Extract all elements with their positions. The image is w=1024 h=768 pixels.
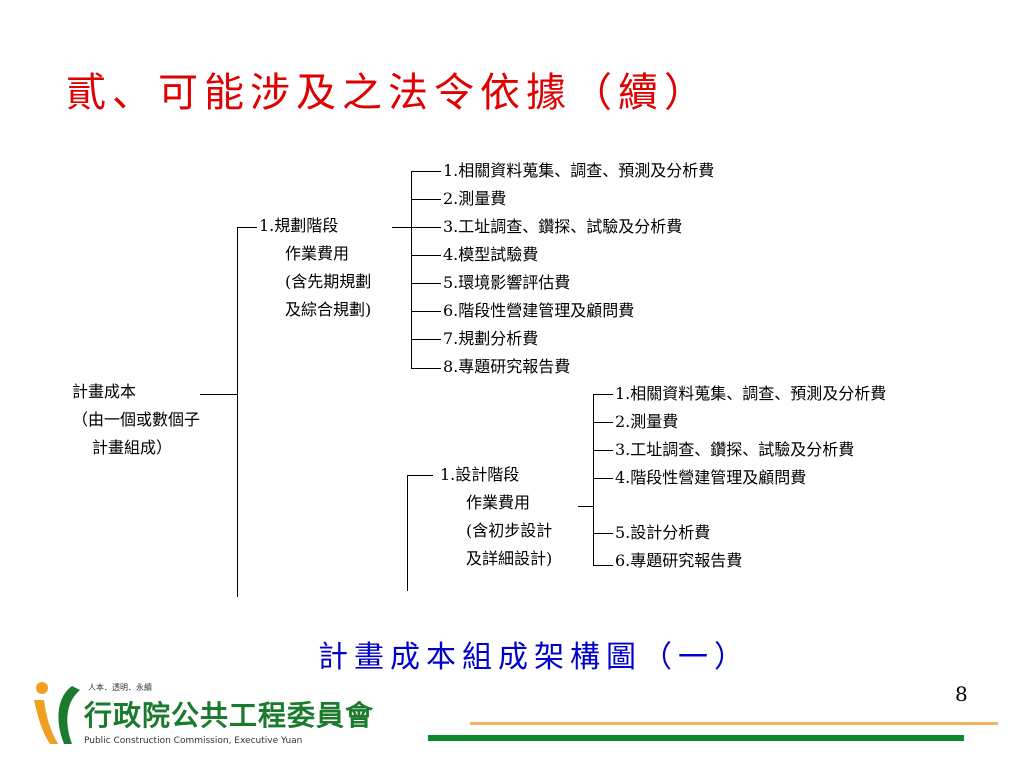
planning-tick-8	[411, 368, 441, 369]
planning-tick-2	[411, 199, 441, 200]
root-vertical-bracket	[237, 227, 238, 597]
design-tick-4	[593, 478, 613, 479]
design-tick-1	[593, 394, 613, 395]
planning-label-line3: (含先期規劃	[285, 272, 372, 291]
design-item: 4.階段性營建管理及顧問費	[615, 468, 807, 487]
root-label-line2: （由一個或數個子	[72, 410, 201, 429]
logo-name: 行政院公共工程委員會	[84, 699, 375, 732]
planning-item: 8.專題研究報告費	[443, 357, 571, 376]
planning-tick-4	[411, 255, 441, 256]
design-tick-5	[593, 533, 613, 534]
design-stem-tick	[407, 475, 433, 476]
planning-label-line1: 1.規劃階段	[259, 216, 339, 235]
page-number: 8	[955, 682, 968, 706]
planning-item: 5.環境影響評估費	[443, 273, 571, 292]
planning-item: 6.階段性營建管理及顧問費	[443, 301, 635, 320]
design-tick-3	[593, 450, 613, 451]
commission-logo	[28, 678, 448, 754]
planning-item: 3.工址調查、鑽探、試驗及分析費	[443, 217, 683, 236]
planning-item: 7.規劃分析費	[443, 329, 539, 348]
planning-label-line4: 及綜合規劃)	[285, 300, 372, 319]
planning-tick-6	[411, 311, 441, 312]
root-label-line1: 計畫成本	[72, 382, 137, 401]
design-label-line4: 及詳細設計)	[466, 549, 553, 568]
design-item: 1.相關資料蒐集、調查、預測及分析費	[615, 384, 887, 403]
design-vertical-stem	[407, 475, 408, 591]
design-label-line1: 1.設計階段	[440, 465, 520, 484]
design-tick-6	[593, 565, 613, 566]
design-tick-2	[593, 422, 613, 423]
design-label-line3: (含初步設計	[466, 521, 553, 540]
planning-tick-3	[411, 227, 441, 228]
design-connector	[578, 506, 594, 507]
planning-item: 2.測量費	[443, 189, 507, 208]
design-vertical-bracket	[593, 394, 594, 566]
logo-mark-icon	[34, 682, 80, 744]
root-label-line3: 計畫組成）	[92, 438, 173, 457]
diagram-caption: 計畫成本組成架構圖（一）	[318, 640, 750, 675]
footer-orange-rule	[470, 722, 998, 725]
footer-green-rule	[428, 735, 964, 741]
planning-label-line2: 作業費用	[285, 244, 350, 263]
planning-connector	[392, 227, 412, 228]
root-to-planning-tick	[237, 227, 257, 228]
planning-vertical-bracket	[411, 171, 412, 369]
design-item: 6.專題研究報告費	[615, 551, 743, 570]
slide-title: 貳、可能涉及之法令依據（續）	[66, 70, 710, 116]
planning-tick-7	[411, 339, 441, 340]
design-label-line2: 作業費用	[466, 493, 531, 512]
design-item: 2.測量費	[615, 412, 679, 431]
planning-item: 4.模型試驗費	[443, 245, 539, 264]
design-item: 5.設計分析費	[615, 523, 711, 542]
planning-tick-5	[411, 283, 441, 284]
planning-item: 1.相關資料蒐集、調查、預測及分析費	[443, 161, 715, 180]
root-connector	[200, 394, 238, 395]
logo-tagline: 人本．透明．永續	[88, 683, 152, 692]
logo-english-name: Public Construction Commission, Executiv…	[84, 736, 303, 746]
design-item: 3.工址調查、鑽探、試驗及分析費	[615, 440, 855, 459]
planning-tick-1	[411, 171, 441, 172]
